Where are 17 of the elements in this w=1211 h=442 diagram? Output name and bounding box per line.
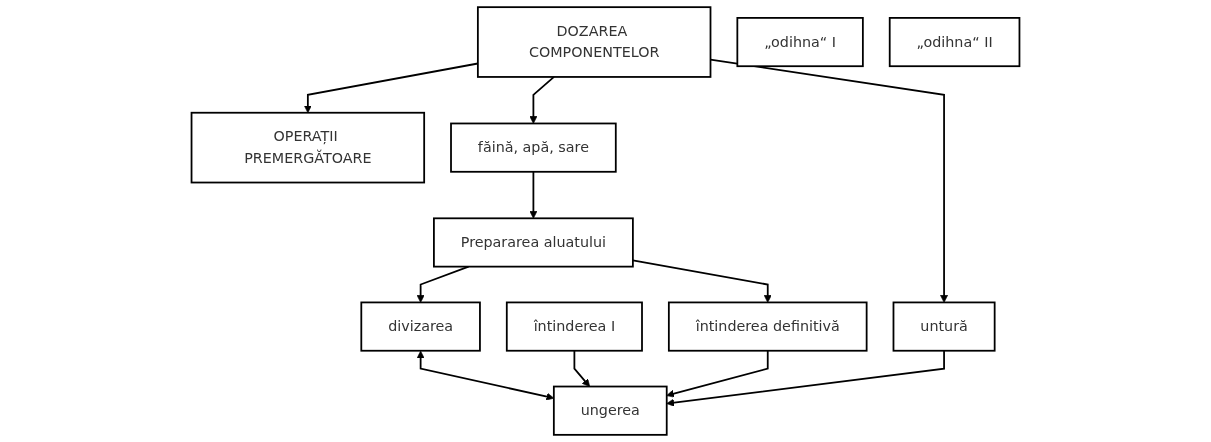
- arrow: [529, 170, 538, 219]
- node-box: făină, apă, sare: [450, 122, 617, 173]
- arrow: [666, 349, 769, 398]
- node-box: „odihna“ I: [736, 17, 864, 68]
- node-box: OPERAȚII PREMERGĂTOARE: [190, 111, 426, 184]
- arrow: [666, 349, 945, 407]
- node-box: divizarea: [360, 301, 481, 352]
- node-box: Prepararea aluatului: [433, 217, 634, 268]
- node-box: ungerea: [552, 385, 668, 436]
- node-box: DOZAREA COMPONENTELOR: [476, 6, 712, 78]
- node-box: untură: [892, 301, 996, 352]
- arrow: [632, 259, 772, 303]
- arrow: [529, 76, 555, 124]
- node-box: întinderea I: [505, 301, 643, 352]
- node-box: întinderea definitivă: [667, 301, 868, 352]
- node-box: „odihna“ II: [888, 17, 1021, 68]
- arrow: [573, 349, 590, 387]
